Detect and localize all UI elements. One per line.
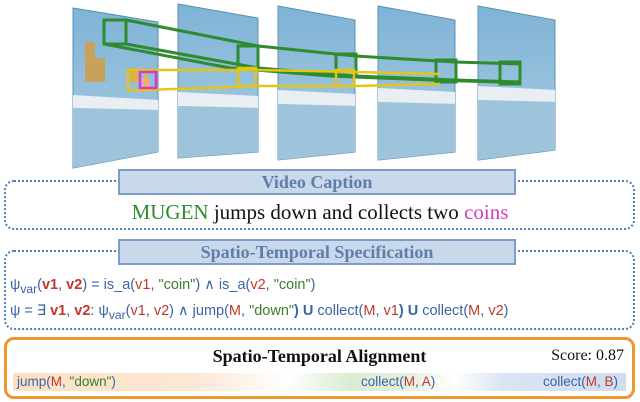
var-v1: v1 bbox=[383, 303, 399, 319]
token: , bbox=[597, 374, 605, 389]
token: ( bbox=[37, 277, 42, 293]
token: ) ∧ is_a( bbox=[195, 277, 251, 293]
caption-mugen: MUGEN bbox=[131, 200, 209, 224]
var-b: B bbox=[604, 374, 614, 389]
psi-symbol: ψ bbox=[10, 277, 21, 293]
string-coin: "coin" bbox=[273, 277, 311, 293]
alignment-score: Score: 0.87 bbox=[551, 347, 624, 364]
alignment-timeline: jump(M, "down") collect(M, A) collect(M,… bbox=[13, 373, 626, 391]
token: ) bbox=[430, 374, 436, 389]
token: collect( bbox=[418, 303, 469, 319]
spec-header-label: Spatio-Temporal Specification bbox=[200, 241, 434, 262]
spec-header: Spatio-Temporal Specification bbox=[118, 239, 516, 265]
token: jump( bbox=[17, 374, 51, 389]
token: ) bbox=[310, 277, 316, 293]
token: collect( bbox=[543, 374, 586, 389]
coin-track bbox=[126, 66, 441, 92]
token: , bbox=[480, 303, 489, 319]
video-caption-header: Video Caption bbox=[118, 169, 516, 195]
var-a: A bbox=[421, 374, 431, 389]
token: , bbox=[62, 374, 70, 389]
video-frame-5 bbox=[477, 5, 556, 161]
var-v1: v1 bbox=[41, 277, 59, 293]
video-frame-3 bbox=[277, 5, 356, 161]
string-down: "down" bbox=[69, 374, 112, 389]
var-v1: v1 bbox=[50, 303, 67, 319]
token: , bbox=[58, 277, 67, 293]
token: ) bbox=[503, 303, 509, 319]
alignment-panel: Spatio-Temporal Alignment Score: 0.87 ju… bbox=[4, 337, 635, 399]
var-v1: v1 bbox=[130, 303, 146, 319]
token: , bbox=[375, 303, 384, 319]
token: ) bbox=[613, 374, 619, 389]
token: : ψ bbox=[90, 303, 109, 319]
var-m: M bbox=[50, 374, 63, 389]
psi-subscript: var bbox=[108, 307, 126, 322]
token: collect( bbox=[361, 374, 404, 389]
string-coin: "coin" bbox=[158, 277, 196, 293]
token: ) bbox=[111, 374, 116, 389]
token: , bbox=[145, 303, 154, 319]
video-frame-2 bbox=[177, 3, 259, 159]
token: , bbox=[66, 303, 75, 319]
coin-entity-box bbox=[138, 70, 158, 90]
var-v2: v2 bbox=[488, 303, 504, 319]
var-v2: v2 bbox=[250, 277, 266, 293]
caption-middle: jumps down and collects two bbox=[208, 200, 465, 224]
alignment-title: Spatio-Temporal Alignment bbox=[212, 346, 427, 366]
var-m: M bbox=[468, 303, 481, 319]
segment-jump: jump(M, "down") bbox=[17, 374, 116, 389]
until-operator: ) U bbox=[398, 303, 419, 319]
psi-subscript: var bbox=[20, 281, 38, 296]
segment-collect-a: collect(M, A) bbox=[361, 374, 435, 389]
token: , bbox=[265, 277, 274, 293]
var-m: M bbox=[363, 303, 376, 319]
token: , bbox=[415, 374, 422, 389]
caption-coins: coins bbox=[464, 200, 509, 224]
string-down: "down" bbox=[249, 303, 295, 319]
token: ( bbox=[125, 303, 131, 319]
video-frames-illustration bbox=[72, 3, 556, 169]
spec-line-2: ψ = ∃ v1, v2: ψvar(v1, v2) ∧ jump(M, "do… bbox=[10, 303, 508, 322]
var-m: M bbox=[403, 374, 416, 389]
segment-collect-b: collect(M, B) bbox=[543, 374, 618, 389]
token: , bbox=[150, 277, 159, 293]
var-m: M bbox=[228, 303, 242, 319]
var-v1: v1 bbox=[135, 277, 151, 293]
until-operator: ) U bbox=[294, 303, 314, 319]
video-frame-4 bbox=[377, 5, 456, 161]
token: , bbox=[241, 303, 250, 319]
video-caption-text: MUGEN jumps down and collects two coins bbox=[0, 200, 640, 225]
token: collect( bbox=[313, 303, 364, 319]
video-frame-1 bbox=[72, 7, 159, 169]
video-caption-header-label: Video Caption bbox=[261, 171, 373, 192]
spec-line-1: ψvar(v1, v2) = is_a(v1, "coin") ∧ is_a(v… bbox=[10, 277, 315, 296]
var-v2: v2 bbox=[66, 277, 83, 293]
token: ψ = ∃ bbox=[10, 303, 51, 319]
token: ) ∧ jump( bbox=[169, 303, 229, 319]
var-m: M bbox=[585, 374, 598, 389]
var-v2: v2 bbox=[74, 303, 91, 319]
var-v2: v2 bbox=[153, 303, 170, 319]
token: ) = is_a( bbox=[82, 277, 136, 293]
